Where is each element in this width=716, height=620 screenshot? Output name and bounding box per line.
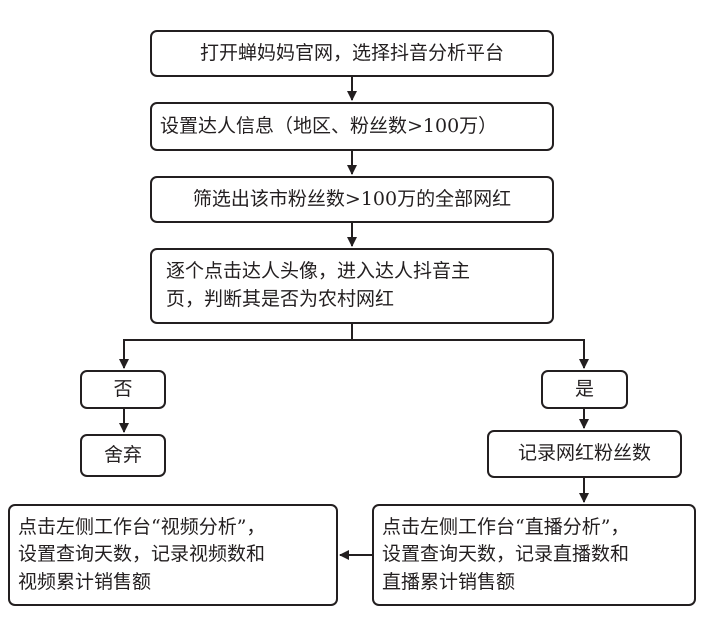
live-text-line3: 直播累计销售额 bbox=[382, 570, 516, 593]
yes-label: 是 bbox=[574, 377, 594, 400]
video-analysis-box: 点击左侧工作台“视频分析”， 设置查询天数，记录视频数和 视频累计销售额 bbox=[8, 504, 338, 606]
live-text-line2: 设置查询天数，记录直播数和 bbox=[382, 543, 630, 566]
video-text-line1: 点击左侧工作台“视频分析”， bbox=[18, 515, 266, 538]
step3-box: 筛选出该市粉丝数>100万的全部网红 bbox=[150, 176, 554, 223]
branch-split-line bbox=[123, 339, 585, 367]
record-fans-text: 记录网红粉丝数 bbox=[517, 442, 651, 465]
video-text-line3: 视频累计销售额 bbox=[18, 570, 152, 593]
no-label: 否 bbox=[113, 377, 133, 400]
step2-box: 设置达人信息（地区、粉丝数>100万） bbox=[150, 102, 554, 151]
video-text-line2: 设置查询天数，记录视频数和 bbox=[18, 543, 266, 566]
yes-box: 是 bbox=[541, 370, 628, 409]
discard-box: 舍弃 bbox=[80, 434, 166, 477]
step2-text: 设置达人信息（地区、粉丝数>100万） bbox=[160, 114, 498, 137]
step4-box: 逐个点击达人头像，进入达人抖音主 页，判断其是否为农村网红 bbox=[150, 248, 554, 324]
step4-text-line2: 页，判断其是否为农村网红 bbox=[166, 288, 395, 310]
live-text-line1: 点击左侧工作台“直播分析”， bbox=[382, 515, 630, 538]
live-analysis-box: 点击左侧工作台“直播分析”， 设置查询天数，记录直播数和 直播累计销售额 bbox=[372, 504, 696, 606]
discard-text: 舍弃 bbox=[103, 443, 142, 466]
step1-text: 打开蝉妈妈官网，选择抖音分析平台 bbox=[199, 41, 504, 64]
step3-text: 筛选出该市粉丝数>100万的全部网红 bbox=[192, 187, 512, 210]
record-fans-box: 记录网红粉丝数 bbox=[487, 430, 682, 478]
no-box: 否 bbox=[80, 370, 166, 409]
step1-box: 打开蝉妈妈官网，选择抖音分析平台 bbox=[150, 30, 554, 77]
step4-text-line1: 逐个点击达人头像，进入达人抖音主 bbox=[166, 260, 471, 283]
